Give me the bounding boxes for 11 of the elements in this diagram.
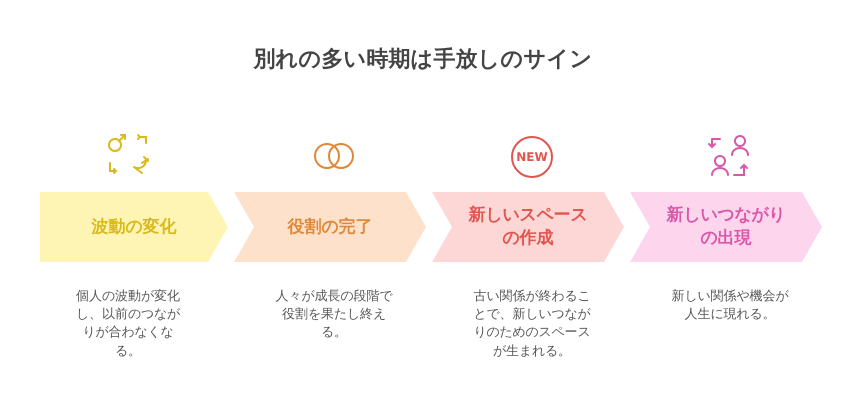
new-badge-icon: NEW xyxy=(511,136,553,178)
step-banner xyxy=(40,192,228,262)
step-description: 古い関係が終わることで、新しいつながりのためのスペースが生まれる。 xyxy=(472,288,592,361)
step-description: 新しい関係や機会が人生に現れる。 xyxy=(670,288,790,324)
step-title: 新しいスペースの作成 xyxy=(467,204,588,250)
step-title: 役割の完了 xyxy=(288,216,372,238)
step-title: 新しいつながりの出現 xyxy=(665,204,786,250)
step-title: 波動の変化 xyxy=(92,216,176,238)
diagram-title: 別れの多い時期は手放しのサイン xyxy=(252,46,594,74)
step-description: 個人の波動が変化し、以前のつながりが合わなくなる。 xyxy=(75,288,181,361)
step-description: 人々が成長の段階で役割を果たし終える。 xyxy=(274,288,394,342)
